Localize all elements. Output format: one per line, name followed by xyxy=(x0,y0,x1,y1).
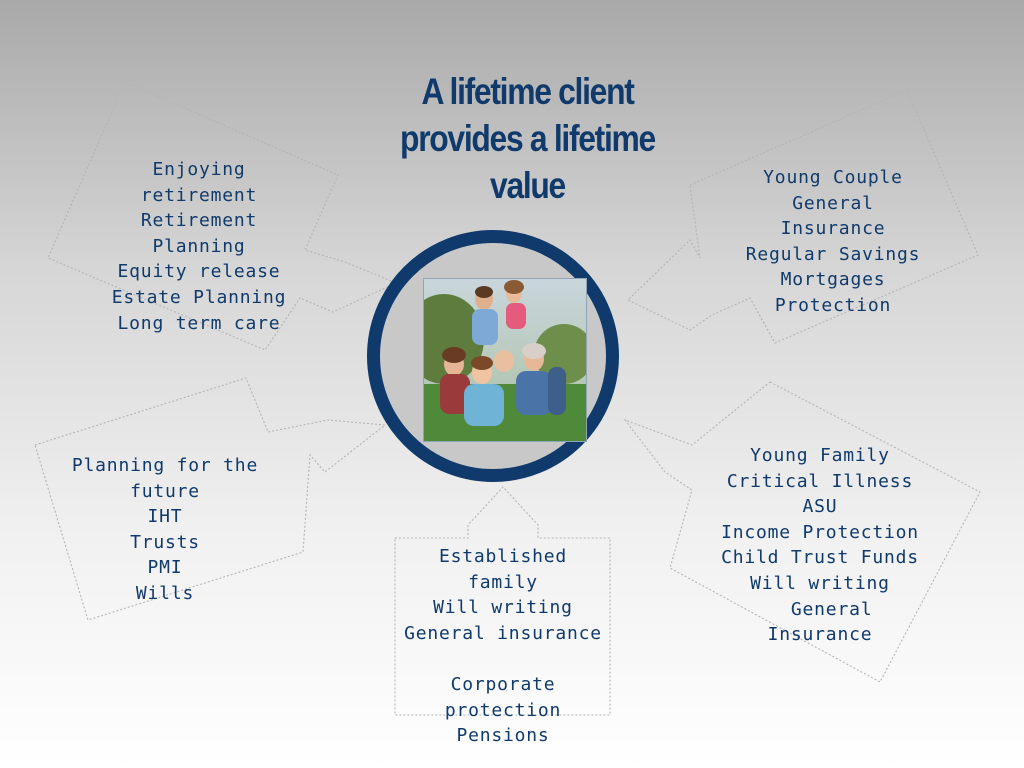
stage-line: Estate Planning xyxy=(111,286,287,308)
arrow-couple xyxy=(627,89,979,344)
stage-line: Insurance xyxy=(780,218,886,240)
stage-line: Young Family xyxy=(750,445,890,466)
stage-line: Insurance xyxy=(767,624,873,646)
title-line: provides a lifetime xyxy=(400,118,656,159)
stage-line: Planning xyxy=(152,235,246,257)
stage-line: Enjoying xyxy=(152,159,246,180)
stage-planning-future: Planning for the future IHT Trusts PMI W… xyxy=(40,453,290,607)
arrow-retire xyxy=(47,81,398,351)
stage-line: Long term care xyxy=(117,312,281,334)
stage-young-couple: Young Couple General Insurance Regular S… xyxy=(722,165,944,319)
stage-line: PMI xyxy=(147,557,183,579)
title-line: value xyxy=(490,165,566,206)
stage-young-family: Young Family Critical Illness ASU Income… xyxy=(700,443,940,648)
stage-line: protection xyxy=(444,699,562,721)
family-photo xyxy=(423,278,587,442)
title-line: A lifetime client xyxy=(421,71,634,112)
stage-line: ASU xyxy=(802,496,838,518)
stage-line: Retirement xyxy=(140,210,258,232)
stage-line: Child Trust Funds xyxy=(721,547,919,569)
arrow-family xyxy=(623,381,981,683)
stage-line: Wills xyxy=(135,582,195,604)
stage-line: Pensions xyxy=(456,725,550,747)
stage-line: Will writing xyxy=(750,572,890,594)
arrow-future xyxy=(34,377,387,621)
stage-line: General insurance xyxy=(404,622,602,644)
stage-line: General xyxy=(792,192,874,214)
stage-line: Young Couple xyxy=(763,167,903,188)
stage-line: Income Protection xyxy=(721,521,919,543)
stage-line: Will writing xyxy=(433,597,573,619)
stage-line: Trusts xyxy=(130,531,200,553)
stage-line: Equity release xyxy=(117,261,281,283)
stage-line: ​ xyxy=(384,646,622,672)
stage-established-family: Established family Will writing General … xyxy=(384,544,622,749)
stage-line: family xyxy=(468,571,538,593)
stage-line: Protection xyxy=(774,294,892,316)
stage-retirement: Enjoying retirement Retirement Planning … xyxy=(80,157,318,336)
stage-line: Corporate xyxy=(450,673,556,695)
stage-line: Regular Savings xyxy=(745,243,921,265)
stage-line: IHT xyxy=(147,506,183,528)
stage-line: General xyxy=(767,598,873,620)
diagram-title: A lifetime client provides a lifetime va… xyxy=(358,68,698,209)
stage-line: retirement xyxy=(140,184,258,206)
stage-line: future xyxy=(130,480,200,502)
stage-line: Planning for the xyxy=(71,455,259,476)
stage-line: Mortgages xyxy=(780,269,886,291)
stage-line: Established xyxy=(438,546,567,567)
stage-line: Critical Illness xyxy=(726,470,914,492)
